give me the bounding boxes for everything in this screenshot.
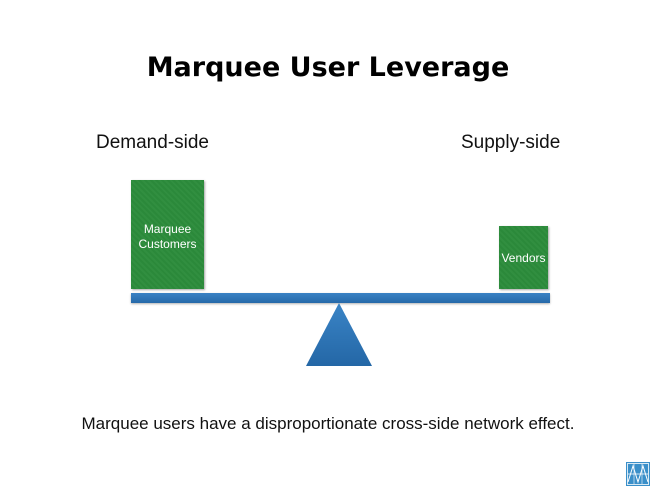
map-logo-icon — [626, 462, 650, 486]
demand-side-label: Demand-side — [96, 132, 209, 153]
seesaw-beam — [131, 293, 550, 303]
vendors-label: Vendors — [501, 250, 546, 265]
supply-side-label: Supply-side — [461, 132, 561, 153]
marquee-customers-label-line2: Customers — [138, 237, 197, 251]
slide-caption: Marquee users have a disproportionate cr… — [81, 414, 575, 433]
slide-title: Marquee User Leverage — [146, 52, 510, 83]
vendors-box: Vendors — [499, 226, 548, 289]
marquee-customers-label-line1: Marquee — [143, 222, 192, 236]
marquee-customers-box: Marquee Customers — [131, 180, 204, 289]
seesaw-fulcrum — [306, 303, 372, 366]
